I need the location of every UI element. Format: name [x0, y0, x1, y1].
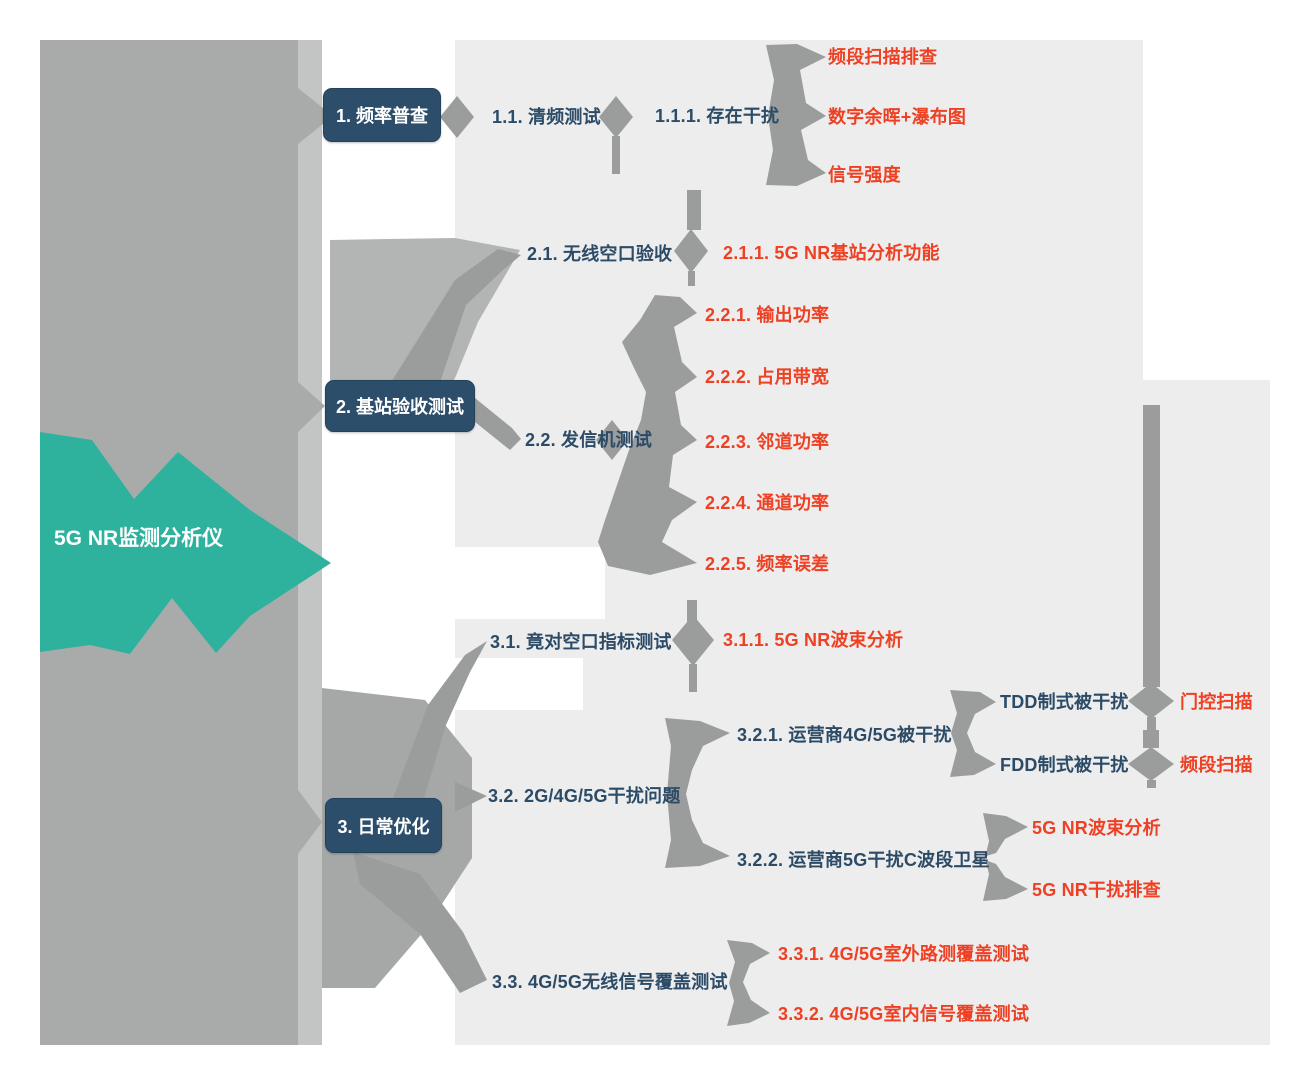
diamond-connector-band-scan [1128, 747, 1174, 781]
connector-3-2-1-children [950, 690, 996, 777]
leaf-3-1-1-5g-nr-beam-analysis[interactable]: 3.1.1. 5G NR波束分析 [723, 630, 904, 650]
connector-3-2-2-children [980, 813, 1028, 901]
node-3-2-2-operator-5g-interferes-c-band-satellite[interactable]: 3.2.2. 运营商5G干扰C波段卫星 [737, 850, 990, 870]
leaf-2-2-3-adjacent-channel-power[interactable]: 2.2.3. 邻道功率 [705, 432, 830, 452]
connector-3-1-1-tail [689, 664, 697, 692]
background-gap-2 [455, 658, 583, 710]
diamond-connector-1-1-1 [599, 96, 633, 138]
node-fdd-mode-interfered[interactable]: FDD制式被干扰 [1000, 755, 1129, 775]
connector-2-1 [385, 249, 521, 394]
leaf-2-2-2-occupied-bandwidth[interactable]: 2.2.2. 占用带宽 [705, 367, 830, 387]
leaf-band-scan[interactable]: 频段扫描 [1180, 755, 1253, 775]
leaf-5g-nr-beam-analysis[interactable]: 5G NR波束分析 [1032, 818, 1161, 838]
connector-1-1-1-children [766, 44, 826, 186]
connector-3-2-children [665, 718, 730, 868]
diamond-connector-2-2 [596, 420, 628, 460]
leaf-2-2-1-output-power[interactable]: 2.2.1. 输出功率 [705, 305, 830, 325]
leaf-gate-scan[interactable]: 门控扫描 [1180, 692, 1253, 712]
node-1-1-clear-frequency-test[interactable]: 1.1. 清频测试 [492, 107, 601, 127]
leaf-digital-persistence-waterfall[interactable]: 数字余晖+瀑布图 [828, 107, 967, 127]
connector-3-1-1-bar [687, 600, 697, 628]
node-2-2-transmitter-test[interactable]: 2.2. 发信机测试 [525, 430, 653, 450]
node-2-1-air-interface-acceptance[interactable]: 2.1. 无线空口验收 [527, 244, 673, 264]
diamond-connector-1-1 [440, 96, 474, 138]
root-node-shape [40, 432, 331, 654]
node-3-2-interference-issues[interactable]: 3.2. 2G/4G/5G干扰问题 [488, 786, 681, 806]
leaf-5g-nr-interference-check[interactable]: 5G NR干扰排查 [1032, 880, 1161, 900]
band-arrow-branch-3 [298, 790, 322, 854]
diamond-connector-gate-scan [1128, 683, 1174, 719]
band-light-column [298, 40, 322, 1045]
leaf-3-3-2-indoor-signal-coverage[interactable]: 3.3.2. 4G/5G室内信号覆盖测试 [778, 1004, 1030, 1024]
connector-2-2 [475, 398, 521, 450]
diamond-connector-2-1-1 [674, 229, 708, 273]
connector-gate-scan-pinch-2 [1143, 730, 1159, 748]
connector-gate-scan-pinch-1 [1147, 717, 1156, 732]
background-gap-1 [455, 547, 605, 619]
connector-tdd-long-bar [1143, 405, 1160, 687]
connector-3-2 [455, 782, 487, 812]
branch-box-base-station-acceptance[interactable]: 2. 基站验收测试 [325, 380, 475, 432]
node-3-1-competitor-air-interface-test[interactable]: 3.1. 竟对空口指标测试 [490, 632, 672, 652]
leaf-band-scan-check[interactable]: 频段扫描排查 [828, 47, 938, 67]
band-arrow-branch-2 [298, 382, 325, 432]
background-panel-main [455, 40, 1143, 1045]
connector-band-scan-tail [1147, 780, 1156, 788]
connector-3-3-children [727, 940, 770, 1026]
leaf-2-2-5-frequency-error[interactable]: 2.2.5. 频率误差 [705, 554, 830, 574]
connector-3-3 [353, 852, 487, 993]
leaf-3-3-1-outdoor-drive-test-coverage[interactable]: 3.3.1. 4G/5G室外路测覆盖测试 [778, 944, 1030, 964]
leaf-2-2-4-channel-power[interactable]: 2.2.4. 通道功率 [705, 493, 830, 513]
node-3-2-1-operator-4g-5g-interfered[interactable]: 3.2.1. 运营商4G/5G被干扰 [737, 725, 952, 745]
node-3-3-wireless-signal-coverage-test[interactable]: 3.3. 4G/5G无线信号覆盖测试 [492, 972, 728, 992]
connector-2-2-children [598, 295, 697, 575]
leaf-signal-strength[interactable]: 信号强度 [828, 165, 901, 185]
root-node-label[interactable]: 5G NR监测分析仪 [54, 527, 224, 550]
node-1-1-1-interference-present[interactable]: 1.1.1. 存在干扰 [655, 106, 780, 126]
background-panel-right [1143, 380, 1270, 1045]
diamond-connector-3-1-1 [672, 615, 714, 666]
branch-box-daily-optimization[interactable]: 3. 日常优化 [325, 798, 442, 853]
tail-connector-1-1-1 [612, 136, 620, 174]
connector-2-1-1-tail [688, 271, 695, 286]
connector-2-1-1-bar [687, 190, 701, 230]
node-tdd-mode-interfered[interactable]: TDD制式被干扰 [1000, 692, 1129, 712]
band-arrow-branch-1 [298, 88, 333, 144]
leaf-2-1-1-5g-nr-base-station-analysis[interactable]: 2.1.1. 5G NR基站分析功能 [723, 243, 940, 263]
connector-3-1 [393, 641, 487, 798]
branch-box-frequency-census[interactable]: 1. 频率普查 [323, 88, 441, 142]
